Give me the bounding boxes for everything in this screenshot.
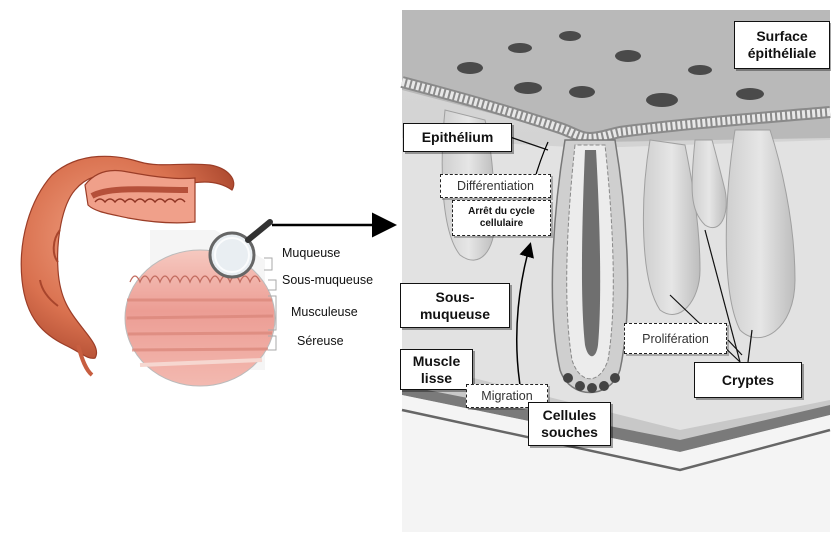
label-cellules-souches: Cellules souches	[528, 402, 611, 446]
layer-label-muqueuse: Muqueuse	[282, 246, 340, 260]
label-epithelium: Epithélium	[403, 123, 512, 152]
layer-label-musculeuse: Musculeuse	[291, 305, 358, 319]
layer-label-sereuse: Séreuse	[297, 334, 344, 348]
label-surface-epitheliale: Surface épithéliale	[734, 21, 830, 69]
tissue-magnified-disc	[125, 250, 275, 386]
main-crypt	[552, 140, 627, 393]
layer-label-sous-muqueuse: Sous-muqueuse	[282, 273, 373, 287]
label-differentiation: Différentiation	[440, 174, 551, 198]
label-muscle-lisse: Muscle lisse	[400, 349, 473, 390]
label-proliferation: Prolifération	[624, 323, 727, 354]
label-arret-cycle: Arrêt du cycle cellulaire	[452, 200, 551, 236]
label-sous-muqueuse: Sous- muqueuse	[400, 283, 510, 328]
label-cryptes: Cryptes	[694, 362, 802, 398]
